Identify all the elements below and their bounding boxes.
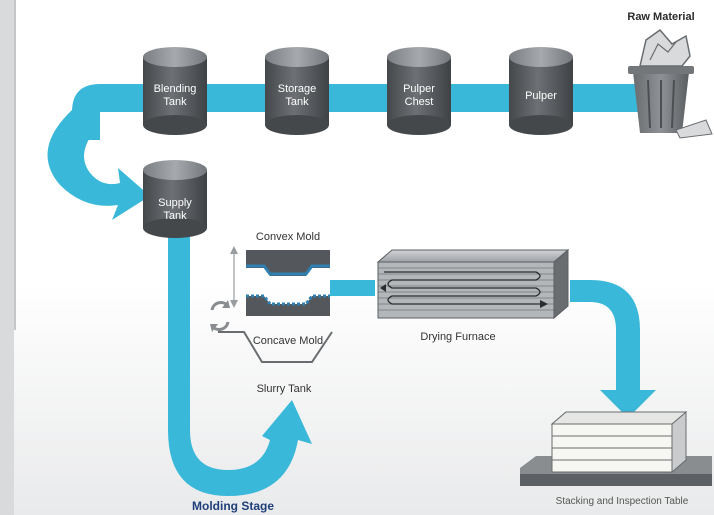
molding-u-flow xyxy=(168,225,312,496)
storage-tank-label-2: Tank xyxy=(285,96,309,108)
molding-stage-label: Molding Stage xyxy=(192,499,274,513)
blending-tank-label-2: Tank xyxy=(163,96,187,108)
drying-furnace-label: Drying Furnace xyxy=(420,331,495,343)
furnace-to-table-flow xyxy=(570,280,656,418)
pulper-tank: Pulper xyxy=(509,47,573,135)
supply-tank: Supply Tank xyxy=(143,160,207,238)
flow-pipes xyxy=(47,84,656,496)
supply-tank-label-1: Supply xyxy=(158,197,192,209)
top-flow-band xyxy=(72,84,640,140)
raw-material-bin-icon xyxy=(628,28,713,139)
concave-mold xyxy=(246,296,330,316)
left-margin-strip xyxy=(0,0,14,515)
concave-mold-label: Concave Mold xyxy=(253,335,323,347)
pulper-chest-label-1: Pulper xyxy=(403,83,435,95)
furnace-conveyor-path xyxy=(384,271,546,305)
pulper-chest-tank: Pulper Chest xyxy=(387,47,451,135)
raw-material-label: Raw Material xyxy=(627,11,694,23)
blending-tank: Blending Tank xyxy=(143,47,207,135)
mold-to-furnace-flow xyxy=(330,280,375,296)
stacking-table-label: Stacking and Inspection Table xyxy=(556,496,689,507)
curve-flow-arrow xyxy=(47,110,150,220)
storage-tank: Storage Tank xyxy=(265,47,329,135)
left-divider xyxy=(14,0,16,330)
convex-mold-label: Convex Mold xyxy=(256,231,320,243)
pulper-chest-label-2: Chest xyxy=(405,96,434,108)
stacking-table xyxy=(520,410,712,486)
mold-assembly xyxy=(210,246,333,363)
storage-tank-label-1: Storage xyxy=(278,83,317,95)
blending-tank-label-1: Blending xyxy=(154,83,197,95)
slurry-tank-label: Slurry Tank xyxy=(257,383,312,395)
rotate-icon xyxy=(210,300,230,332)
drying-furnace xyxy=(376,248,570,320)
slurry-tank xyxy=(218,331,333,363)
supply-tank-label-2: Tank xyxy=(163,210,187,222)
pulper-label: Pulper xyxy=(525,90,557,102)
